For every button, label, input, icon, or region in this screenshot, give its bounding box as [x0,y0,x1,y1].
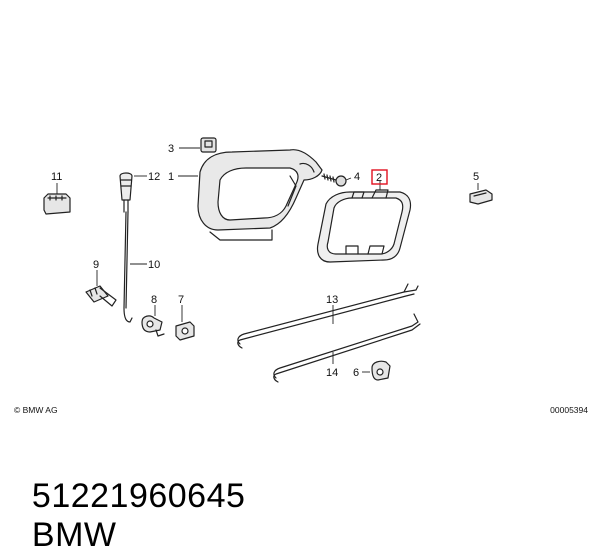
part-10-lock-rod [123,211,133,323]
part-9-connector [85,285,117,307]
part-14-lower-rod [273,313,421,383]
callout-10: 10 [148,259,160,271]
part-5-clip [469,189,493,205]
callout-6: 6 [353,367,359,379]
part-caption: 51221960645 BMW [12,438,275,555]
callout-7: 7 [178,294,184,306]
part-number: 51221960645 [31,477,246,515]
callout-13: 13 [326,294,338,306]
callout-11: 11 [51,171,62,183]
part-3-clip [200,137,217,153]
part-7-clip [175,321,195,341]
part-6-guide [371,360,391,381]
callout-12: 12 [148,171,160,183]
part-4-screw [321,173,347,187]
part-12-lock-knob [119,172,133,213]
callout-14: 14 [326,367,338,379]
callout-3: 3 [168,143,174,155]
callout-1: 1 [168,171,174,183]
callout-9: 9 [93,259,99,271]
callout-2: 2 [376,172,382,184]
parts-diagram: 1 2 3 4 5 6 7 8 9 10 11 12 13 14 [43,137,493,383]
part-1-handle-housing [197,149,323,241]
callout-8: 8 [151,294,157,306]
brand-name: BMW [31,516,117,554]
document-number: 00005394 [550,405,588,415]
callout-5: 5 [473,171,479,183]
part-13-upper-rod [237,283,419,349]
callout-2-highlight [371,169,388,185]
part-8-rod-clip [141,315,165,337]
leader-lines [56,147,479,373]
callout-4: 4 [354,171,360,183]
copyright-text: © BMW AG [14,405,58,415]
part-2-trim-frame [316,189,412,263]
part-11-bracket [43,193,71,215]
